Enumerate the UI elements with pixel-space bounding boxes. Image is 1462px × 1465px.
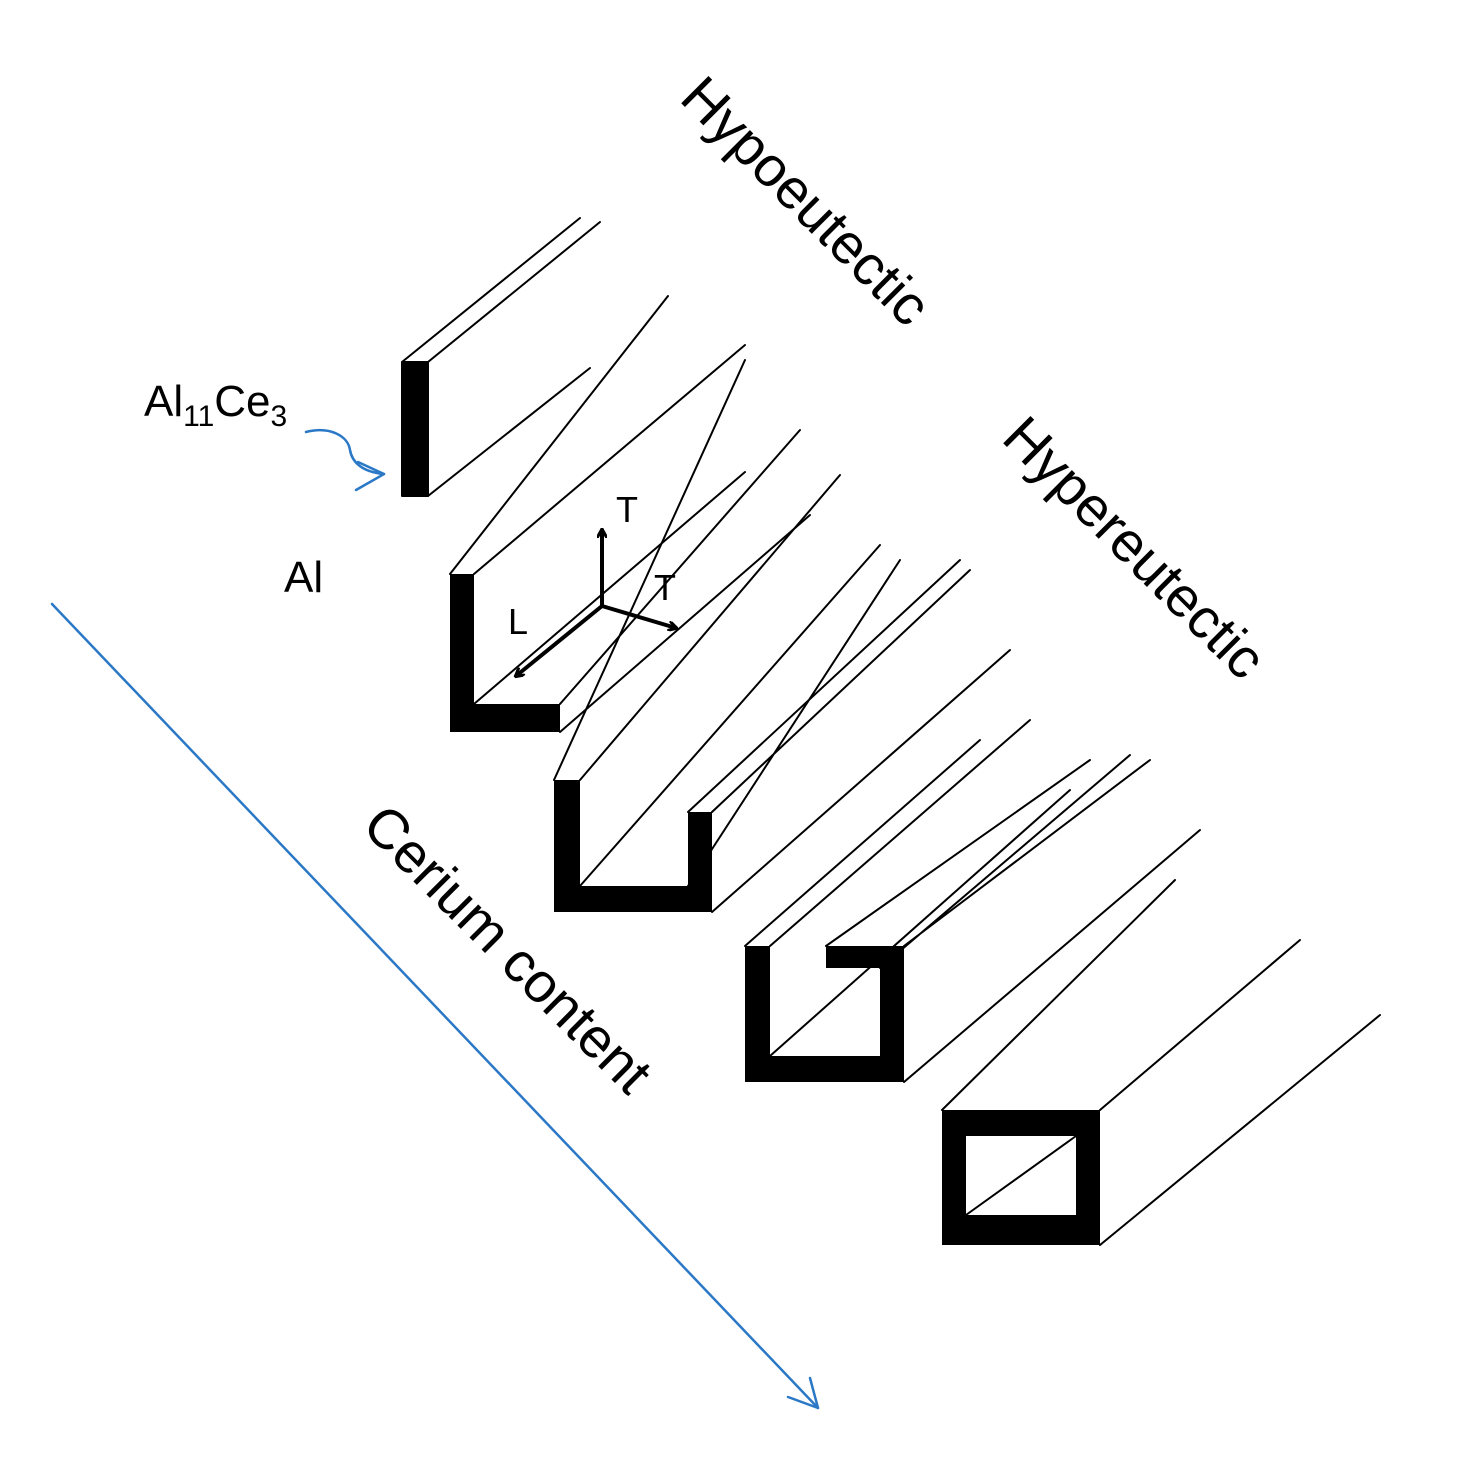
phase-label-group: Al11Ce3 xyxy=(144,377,386,492)
matrix-label: Al xyxy=(284,553,323,602)
phase-label: Al11Ce3 xyxy=(144,377,287,433)
phase-pointer-arrow xyxy=(304,429,386,476)
shape-flat-plate xyxy=(401,217,601,497)
axis-label-l: L xyxy=(508,601,528,642)
axis-triad: T T L xyxy=(508,489,676,676)
hypereutectic-label: Hypereutectic xyxy=(992,404,1279,691)
axis-label-t-up: T xyxy=(616,489,638,530)
shape-hooked-channel xyxy=(744,719,1201,1083)
cerium-content-arrow xyxy=(50,602,820,1410)
cerium-content-label: Cerium content xyxy=(352,792,665,1105)
shape-u-channel xyxy=(553,359,1011,913)
shape-closed-box xyxy=(941,879,1381,1246)
shape-l-profile xyxy=(449,295,811,733)
phase-pointer-arrowhead xyxy=(354,460,386,492)
axis-label-t-right: T xyxy=(654,567,676,608)
hypoeutectic-label: Hypoeutectic xyxy=(670,64,943,337)
